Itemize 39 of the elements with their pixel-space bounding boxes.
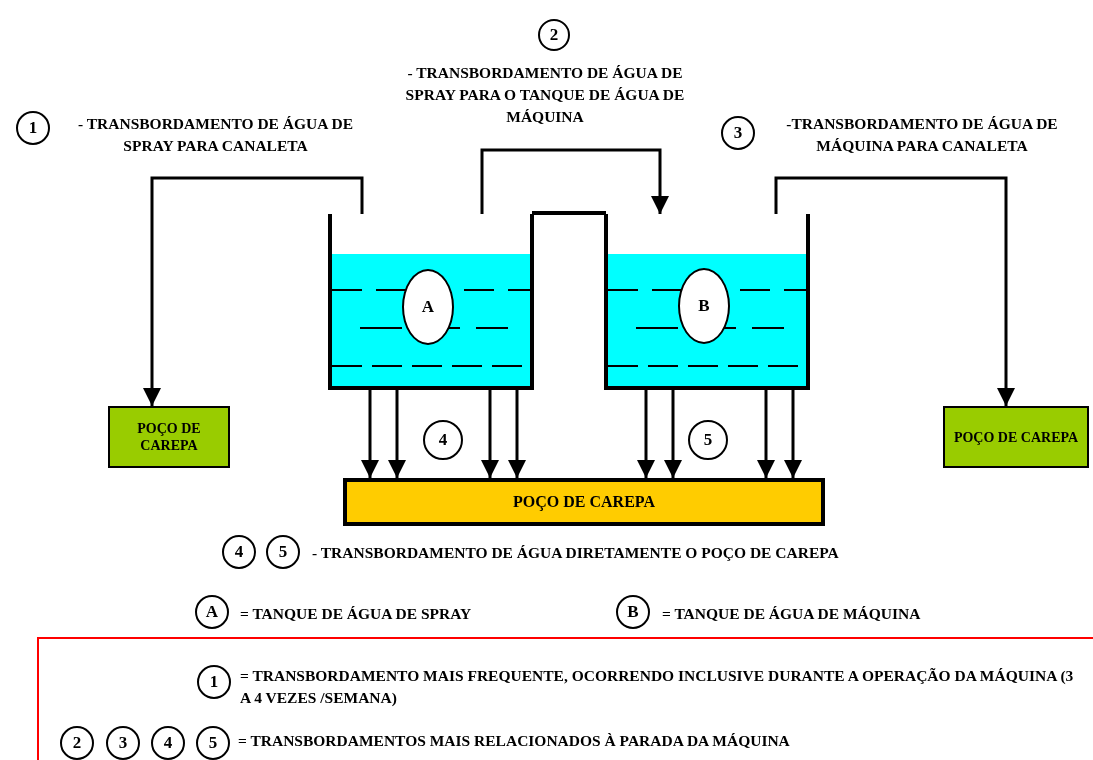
arrow xyxy=(481,390,499,478)
arrow xyxy=(361,390,379,478)
callout-number: 2 xyxy=(60,726,94,760)
scale-pit-box: POÇO DE CAREPA xyxy=(108,406,230,468)
arrow xyxy=(757,390,775,478)
overflow-pipe-arrow xyxy=(143,176,364,406)
scale-pit-box: POÇO DE CAREPA xyxy=(943,406,1089,468)
arrow xyxy=(508,390,526,478)
callout-number: B xyxy=(616,595,650,629)
callout-number: 1 xyxy=(16,111,50,145)
callout-number: 3 xyxy=(721,116,755,150)
annotation-text: = TRANSBORDAMENTO MAIS FREQUENTE, OCORRENDO INCLUSIVE DURANTE A OPERAÇÃO DA MÁQUINA (3 A 4 VEZES /SEMANA) xyxy=(240,666,1075,708)
arrow xyxy=(664,390,682,478)
overflow-pipe-arrow xyxy=(774,176,1015,406)
annotation-text: - TRANSBORDAMENTO DE ÁGUA DIRETAMENTE O POÇO DE CAREPA xyxy=(312,543,840,563)
annotation-text: = TRANSBORDAMENTOS MAIS RELACIONADOS À PARADA DA MÁQUINA xyxy=(238,731,791,751)
arrow xyxy=(784,390,802,478)
callout-number: A xyxy=(195,595,229,629)
annotation-text: - TRANSBORDAMENTO DE ÁGUA DE SPRAY PARA O TANQUE DE ÁGUA DE MÁQUINA xyxy=(404,63,686,127)
callout-number: 5 xyxy=(196,726,230,760)
annotation-text: = TANQUE DE ÁGUA DE MÁQUINA xyxy=(662,604,922,624)
callout-number: 4 xyxy=(423,420,463,460)
callout-number: 1 xyxy=(197,665,231,699)
arrow xyxy=(637,390,655,478)
water-tank xyxy=(328,214,534,390)
water-tank xyxy=(604,214,810,390)
annotation-text: - TRANSBORDAMENTO DE ÁGUA DE SPRAY PARA CANALETA xyxy=(77,114,354,156)
callout-number: 3 xyxy=(106,726,140,760)
scale-pit-box: POÇO DE CAREPA xyxy=(343,478,825,526)
callout-number: 5 xyxy=(266,535,300,569)
annotation-text: -TRANSBORDAMENTO DE ÁGUA DE MÁQUINA PARA CANALETA xyxy=(785,114,1059,156)
callout-number: 4 xyxy=(222,535,256,569)
overflow-pipe-arrow xyxy=(480,148,669,214)
arrow xyxy=(388,390,406,478)
callout-number: 2 xyxy=(538,19,570,51)
callout-number: 4 xyxy=(151,726,185,760)
callout-number: 5 xyxy=(688,420,728,460)
notes-panel xyxy=(37,637,1093,760)
annotation-text: = TANQUE DE ÁGUA DE SPRAY xyxy=(240,604,473,624)
